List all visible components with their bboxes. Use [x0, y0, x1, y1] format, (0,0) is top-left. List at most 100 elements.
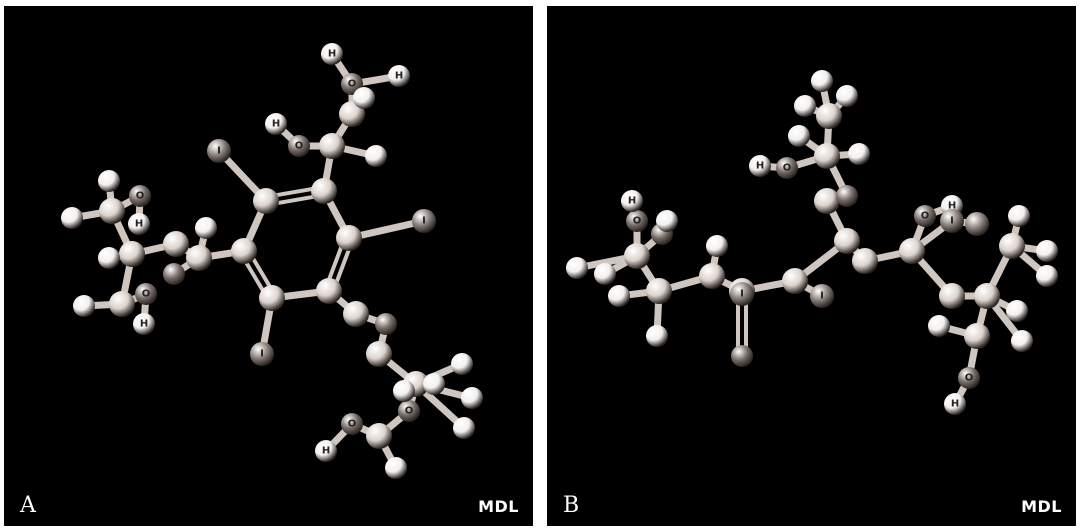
- carbon-atom: [939, 283, 965, 309]
- iodine-atom: [250, 342, 274, 366]
- atom-label: H: [628, 196, 636, 207]
- oxygen-atom: [341, 413, 363, 435]
- atom-label: O: [783, 163, 792, 174]
- atom-label: O: [348, 419, 357, 430]
- carbon-atom: [259, 285, 285, 311]
- oxygen-atom: [398, 400, 420, 422]
- atom-label: H: [948, 201, 956, 212]
- oxygen-atom: [135, 283, 157, 305]
- hydrogen-atom: [385, 457, 407, 479]
- hydrogen-atom: [451, 353, 473, 375]
- atom-label: O: [921, 211, 930, 222]
- oxygen-atom: [626, 210, 648, 232]
- bond-group: [573, 77, 1051, 408]
- carbon-atom: [119, 241, 145, 267]
- hydrogen-atom: [98, 170, 120, 192]
- hydrogen-atom: [928, 315, 950, 337]
- carbon-atom: [343, 301, 369, 327]
- hydrogen-atom: [621, 190, 643, 212]
- carbon-atom: [814, 143, 840, 169]
- oxygen-atom: [731, 345, 753, 367]
- atom-label: O: [136, 191, 145, 202]
- carbon-atom: [319, 133, 345, 159]
- oxygen-atom: [129, 185, 151, 207]
- carbon-atom: [974, 283, 1000, 309]
- atom-label: H: [272, 119, 280, 130]
- carbon-atom: [366, 423, 392, 449]
- hydrogen-atom: [61, 207, 83, 229]
- hydrogen-atom: [836, 85, 858, 107]
- hydrogen-atom: [749, 155, 771, 177]
- carbon-atom: [646, 278, 672, 304]
- hydrogen-atom: [1006, 300, 1028, 322]
- carbon-atom: [253, 188, 279, 214]
- carbon-atom: [311, 178, 337, 204]
- hydrogen-atom: [453, 417, 475, 439]
- hydrogen-atom: [656, 210, 678, 232]
- hydrogen-atom: [128, 213, 150, 235]
- atom-label: H: [395, 71, 403, 82]
- iodine-atom: [810, 284, 834, 308]
- hydrogen-atom: [566, 257, 588, 279]
- atom-label: O: [295, 141, 304, 152]
- carbon-atom: [816, 103, 842, 129]
- panel-label-a: A: [20, 493, 36, 518]
- iodine-atom: [965, 212, 989, 236]
- hydrogen-atom: [321, 43, 343, 65]
- carbon-atom: [782, 268, 808, 294]
- hydrogen-atom: [98, 247, 120, 269]
- oxygen-atom: [288, 135, 310, 157]
- hydrogen-atom: [794, 95, 816, 117]
- hydrogen-atom: [365, 145, 387, 167]
- hydrogen-atom: [1036, 265, 1058, 287]
- hydrogen-atom: [1011, 330, 1033, 352]
- hydrogen-atom: [461, 387, 483, 409]
- hydrogen-atom: [608, 285, 630, 307]
- oxygen-atom: [776, 157, 798, 179]
- oxygen-atom: [958, 367, 980, 389]
- carbon-atom: [336, 225, 362, 251]
- atom-label: H: [328, 49, 336, 60]
- carbon-atom: [163, 231, 189, 257]
- atom-label: H: [951, 399, 959, 410]
- oxygen-atom: [163, 263, 185, 285]
- iodine-atom: [940, 209, 964, 233]
- atom-label: H: [135, 219, 143, 230]
- atom-label: O: [142, 289, 151, 300]
- carbon-atom: [109, 291, 135, 317]
- hydrogen-atom: [133, 313, 155, 335]
- carbon-atom: [852, 248, 878, 274]
- carbon-atom: [186, 245, 212, 271]
- carbon-atom: [964, 323, 990, 349]
- atom-label: I: [422, 216, 426, 227]
- atom-label: O: [633, 216, 642, 227]
- atom-label: H: [756, 161, 764, 172]
- hydrogen-atom: [73, 295, 95, 317]
- carbon-atom: [899, 238, 925, 264]
- hydrogen-atom: [848, 143, 870, 165]
- carbon-atom: [834, 228, 860, 254]
- carbon-atom: [231, 238, 257, 264]
- hydrogen-atom: [706, 235, 728, 257]
- hydrogen-atom: [788, 125, 810, 147]
- atom-label: O: [405, 406, 414, 417]
- atom-label: I: [950, 216, 954, 227]
- hydrogen-atom: [265, 113, 287, 135]
- oxygen-atom: [375, 313, 397, 335]
- atom-label: I: [217, 146, 221, 157]
- mdl-watermark-b: MDL: [1021, 497, 1062, 516]
- carbon-atom: [624, 243, 650, 269]
- iodine-atom: [207, 139, 231, 163]
- hydrogen-atom: [1008, 205, 1030, 227]
- atom-label: H: [322, 446, 330, 457]
- panel-label-b: B: [563, 493, 580, 518]
- hydrogen-atom: [388, 65, 410, 87]
- hydrogen-atom: [944, 393, 966, 415]
- mdl-watermark-a: MDL: [478, 497, 519, 516]
- atom-label: I: [740, 289, 744, 300]
- iodine-atom: [412, 209, 436, 233]
